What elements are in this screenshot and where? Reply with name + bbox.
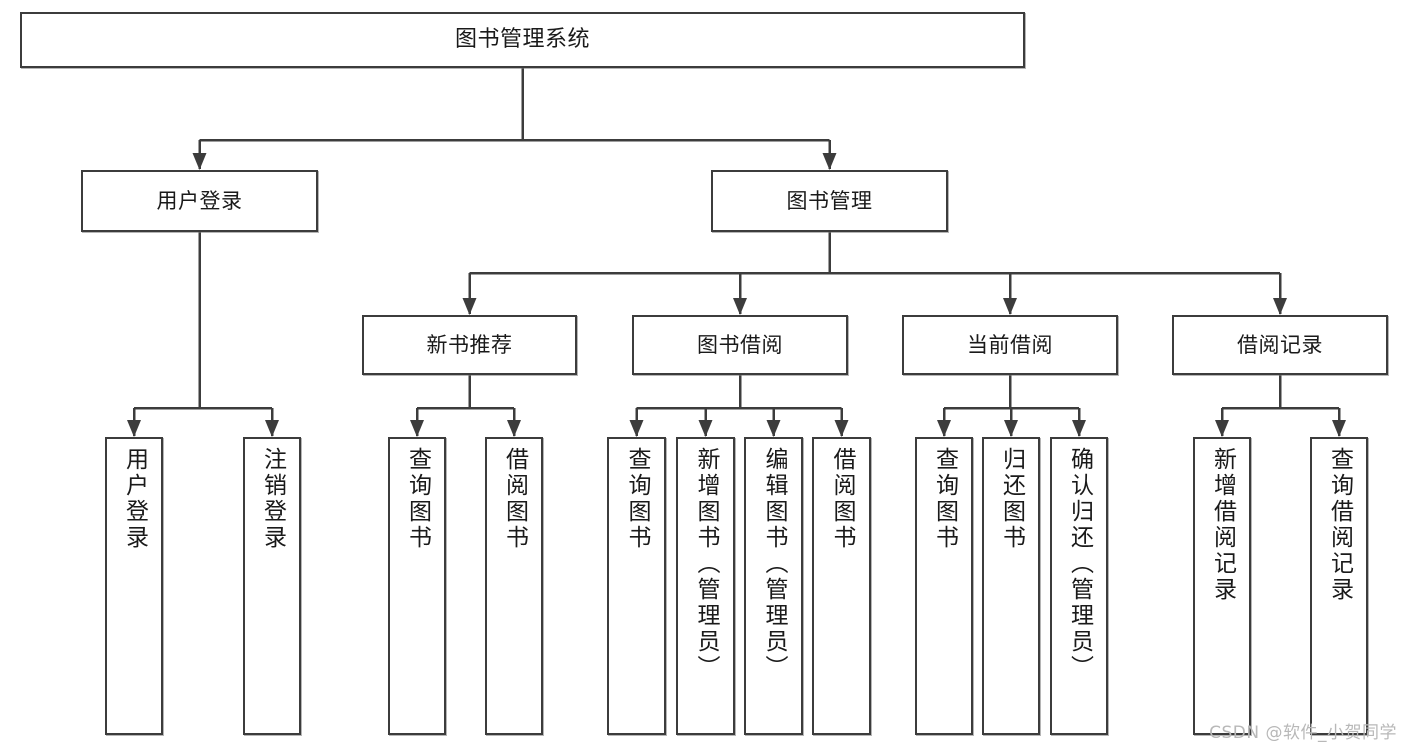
edge-arrowhead bbox=[192, 153, 207, 170]
node-label: 查询图书 bbox=[931, 447, 958, 551]
node-label: 注销登录 bbox=[259, 447, 286, 551]
edge-arrowhead bbox=[410, 420, 424, 437]
edge-arrowhead bbox=[1004, 420, 1018, 437]
node-borrow-record[interactable]: 借阅记录 bbox=[1172, 315, 1388, 375]
node-label: 图书管理 bbox=[786, 188, 873, 213]
edge-arrowhead bbox=[766, 420, 781, 437]
node-label: 当前借阅 bbox=[967, 332, 1053, 357]
node-leaf-cur-return-book[interactable]: 归还图书 bbox=[982, 437, 1040, 735]
edge-arrowhead bbox=[1273, 298, 1287, 315]
node-leaf-user-logout[interactable]: 注销登录 bbox=[243, 437, 301, 735]
node-leaf-rec-query-book[interactable]: 查询图书 bbox=[388, 437, 446, 735]
node-label: 查询图书 bbox=[624, 447, 650, 551]
edge-arrowhead bbox=[822, 153, 837, 170]
node-leaf-borrow-query-book[interactable]: 查询图书 bbox=[607, 437, 666, 735]
edge-arrowhead bbox=[265, 420, 279, 437]
node-label: 归还图书 bbox=[998, 447, 1025, 551]
node-leaf-user-login[interactable]: 用户登录 bbox=[105, 437, 163, 735]
node-root[interactable]: 图书管理系统 bbox=[20, 12, 1025, 68]
node-current-borrow[interactable]: 当前借阅 bbox=[902, 315, 1118, 375]
node-label: 新增图书（管理员） bbox=[693, 447, 719, 681]
node-leaf-cur-confirm-return[interactable]: 确认归还（管理员） bbox=[1050, 437, 1108, 735]
node-label: 新书推荐 bbox=[426, 332, 513, 357]
node-user-login[interactable]: 用户登录 bbox=[81, 170, 318, 232]
node-book-borrow[interactable]: 图书借阅 bbox=[632, 315, 848, 375]
edge-arrowhead bbox=[1215, 420, 1229, 437]
edge-arrowhead bbox=[629, 420, 644, 437]
node-leaf-cur-query-book[interactable]: 查询图书 bbox=[915, 437, 973, 735]
edge-arrowhead bbox=[462, 298, 477, 315]
node-label: 编辑图书（管理员） bbox=[761, 447, 787, 681]
edge-arrowhead bbox=[698, 420, 713, 437]
node-label: 新增借阅记录 bbox=[1209, 447, 1236, 603]
edge-arrowhead bbox=[1332, 420, 1346, 437]
node-label: 用户登录 bbox=[121, 447, 148, 551]
node-label: 确认归还（管理员） bbox=[1066, 447, 1093, 681]
node-label: 图书借阅 bbox=[697, 332, 783, 357]
node-label: 查询借阅记录 bbox=[1326, 447, 1353, 603]
node-book-manage[interactable]: 图书管理 bbox=[711, 170, 948, 232]
edge-arrowhead bbox=[834, 420, 849, 437]
watermark: CSDN @软件_小贺同学 bbox=[1209, 723, 1397, 743]
node-leaf-borrow-edit-book[interactable]: 编辑图书（管理员） bbox=[744, 437, 803, 735]
node-new-book-rec[interactable]: 新书推荐 bbox=[362, 315, 577, 375]
node-label: 借阅记录 bbox=[1237, 332, 1323, 357]
edge-arrowhead bbox=[507, 420, 521, 437]
edge-arrowhead bbox=[127, 420, 141, 437]
node-label: 查询图书 bbox=[404, 447, 431, 551]
node-leaf-borrow-borrow-book[interactable]: 借阅图书 bbox=[812, 437, 871, 735]
node-label: 图书管理系统 bbox=[454, 27, 590, 53]
node-leaf-rec-add-record[interactable]: 新增借阅记录 bbox=[1193, 437, 1251, 735]
edge-arrowhead bbox=[733, 298, 747, 315]
node-leaf-rec-borrow-book[interactable]: 借阅图书 bbox=[485, 437, 543, 735]
node-leaf-rec-query-record[interactable]: 查询借阅记录 bbox=[1310, 437, 1368, 735]
edge-arrowhead bbox=[1072, 420, 1086, 437]
edge-arrowhead bbox=[937, 420, 951, 437]
node-label: 用户登录 bbox=[156, 188, 243, 213]
node-label: 借阅图书 bbox=[829, 447, 855, 551]
edge-arrowhead bbox=[1003, 298, 1017, 315]
node-leaf-borrow-add-book[interactable]: 新增图书（管理员） bbox=[676, 437, 735, 735]
node-label: 借阅图书 bbox=[501, 447, 528, 551]
